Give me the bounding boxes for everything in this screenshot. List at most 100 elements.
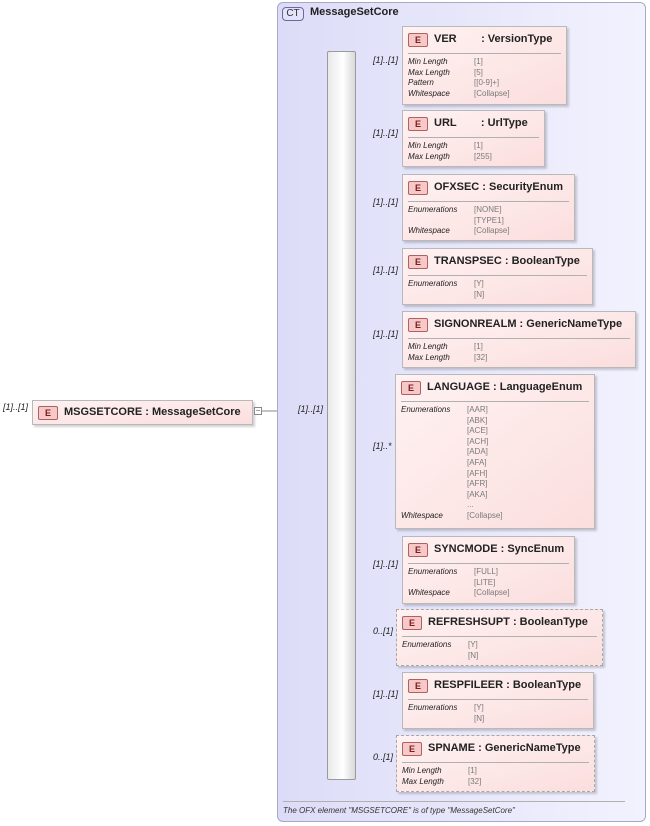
facet-divider — [408, 53, 561, 54]
facet-value: [N] — [468, 650, 479, 660]
facet-value: [Collapse] — [474, 588, 510, 598]
facet-divider — [401, 401, 589, 402]
facet-divider — [408, 563, 569, 564]
facet-value: [Y] — [474, 703, 484, 712]
facet-value: [AKA] — [467, 489, 488, 499]
element-cardinality: [1]..* — [373, 441, 392, 451]
element-tag: E — [408, 33, 428, 47]
facet-name: Whitespace — [408, 588, 450, 598]
facet-value: [ACH] — [467, 436, 489, 446]
element-tag: E — [408, 543, 428, 557]
collapse-toggle[interactable]: − — [254, 406, 262, 415]
root-element-label: MSGSETCORE : MessageSetCore — [64, 406, 241, 418]
facet-value: [32] — [474, 352, 488, 362]
element-cardinality: [1]..[1] — [373, 197, 399, 207]
facet-value: [1] — [474, 57, 483, 66]
facet-name: Enumerations — [402, 640, 452, 649]
facet-value: [ACE] — [467, 426, 488, 436]
facet-name: Whitespace — [401, 511, 443, 520]
element-tag: E — [408, 318, 428, 332]
element-cardinality: [1]..[1] — [373, 689, 399, 699]
facet-value: [AFR] — [467, 479, 488, 489]
facet-value: [Collapse] — [467, 511, 503, 520]
element-tag: E — [402, 742, 422, 756]
element-label: LANGUAGE : LanguageEnum — [427, 381, 583, 393]
complex-type-name: MessageSetCore — [310, 6, 399, 18]
element-label: SYNCMODE : SyncEnum — [434, 543, 565, 555]
element-cardinality: 0..[1] — [373, 752, 394, 762]
facet-divider — [402, 762, 589, 763]
footer-caption: The OFX element "MSGSETCORE" is of type … — [283, 806, 515, 815]
facet-value: [32] — [468, 776, 482, 786]
facet-value: [1] — [474, 141, 483, 150]
footer-divider — [283, 801, 625, 802]
facet-value: [255] — [474, 151, 492, 161]
facet-value: [N] — [474, 289, 485, 299]
facet-value: [Collapse] — [474, 226, 510, 236]
facet-value: [Y] — [468, 640, 478, 649]
element-cardinality: [1]..[1] — [373, 329, 399, 339]
facet-value: [ADA] — [467, 447, 488, 457]
sequence-compositor[interactable] — [327, 51, 356, 780]
element-label: RESPFILEER : BooleanType — [434, 679, 582, 691]
element-cardinality: 0..[1] — [373, 626, 394, 636]
facet-divider — [408, 137, 539, 138]
facet-name: Min Length — [402, 766, 442, 775]
facet-name: Min Length — [408, 57, 448, 66]
facet-name: Enumerations — [401, 405, 451, 414]
facet-divider — [408, 699, 588, 700]
facet-value: [ABK] — [467, 415, 488, 425]
root-cardinality: [1]..[1] — [3, 402, 29, 412]
element-cardinality: [1]..[1] — [373, 265, 399, 275]
root-element-msgsetcore[interactable]: E MSGSETCORE : MessageSetCore — [32, 400, 253, 425]
facet-divider — [408, 338, 630, 339]
facet-name: Min Length — [408, 342, 448, 351]
element-tag: E — [408, 181, 428, 195]
facet-value: [Y] — [474, 279, 484, 288]
element-tag: E — [408, 255, 428, 269]
facet-name: Min Length — [408, 141, 448, 150]
facet-value: [N] — [474, 713, 485, 723]
complex-type-tag: CT — [282, 7, 304, 21]
facet-name: Whitespace — [408, 226, 450, 236]
element-tag: E — [402, 616, 422, 630]
facet-value: [NONE] — [474, 205, 502, 214]
element-label: TRANSPSEC : BooleanType — [434, 255, 580, 267]
facet-name: Whitespace — [408, 88, 450, 98]
facet-name: Max Length — [408, 352, 450, 362]
element-tag: E — [408, 679, 428, 693]
facet-divider — [408, 201, 569, 202]
element-tag: E — [38, 406, 58, 420]
facet-name: Enumerations — [408, 703, 458, 712]
facet-value: [Collapse] — [474, 88, 510, 98]
element-label: URL : UrlType — [434, 117, 528, 129]
element-cardinality: [1]..[1] — [373, 559, 399, 569]
element-label: OFXSEC : SecurityEnum — [434, 181, 563, 193]
facet-value: [AFA] — [467, 458, 487, 467]
facet-value: [5] — [474, 67, 483, 77]
facet-value: [1] — [474, 342, 483, 351]
element-label: VER : VersionType — [434, 33, 553, 45]
facet-name: Enumerations — [408, 279, 458, 288]
element-label: REFRESHSUPT : BooleanType — [428, 616, 588, 628]
element-cardinality: [1]..[1] — [373, 128, 399, 138]
facet-name: Enumerations — [408, 567, 458, 576]
facet-value: [FULL] — [474, 567, 499, 576]
facet-name: Enumerations — [408, 205, 458, 214]
element-label: SIGNONREALM : GenericNameType — [434, 318, 623, 330]
facet-value: [[0-9]+] — [474, 78, 500, 88]
facet-value: [LITE] — [474, 577, 496, 587]
facet-value: [1] — [468, 766, 477, 775]
facet-name: Max Length — [402, 776, 444, 786]
facet-value: [AFH] — [467, 468, 488, 478]
